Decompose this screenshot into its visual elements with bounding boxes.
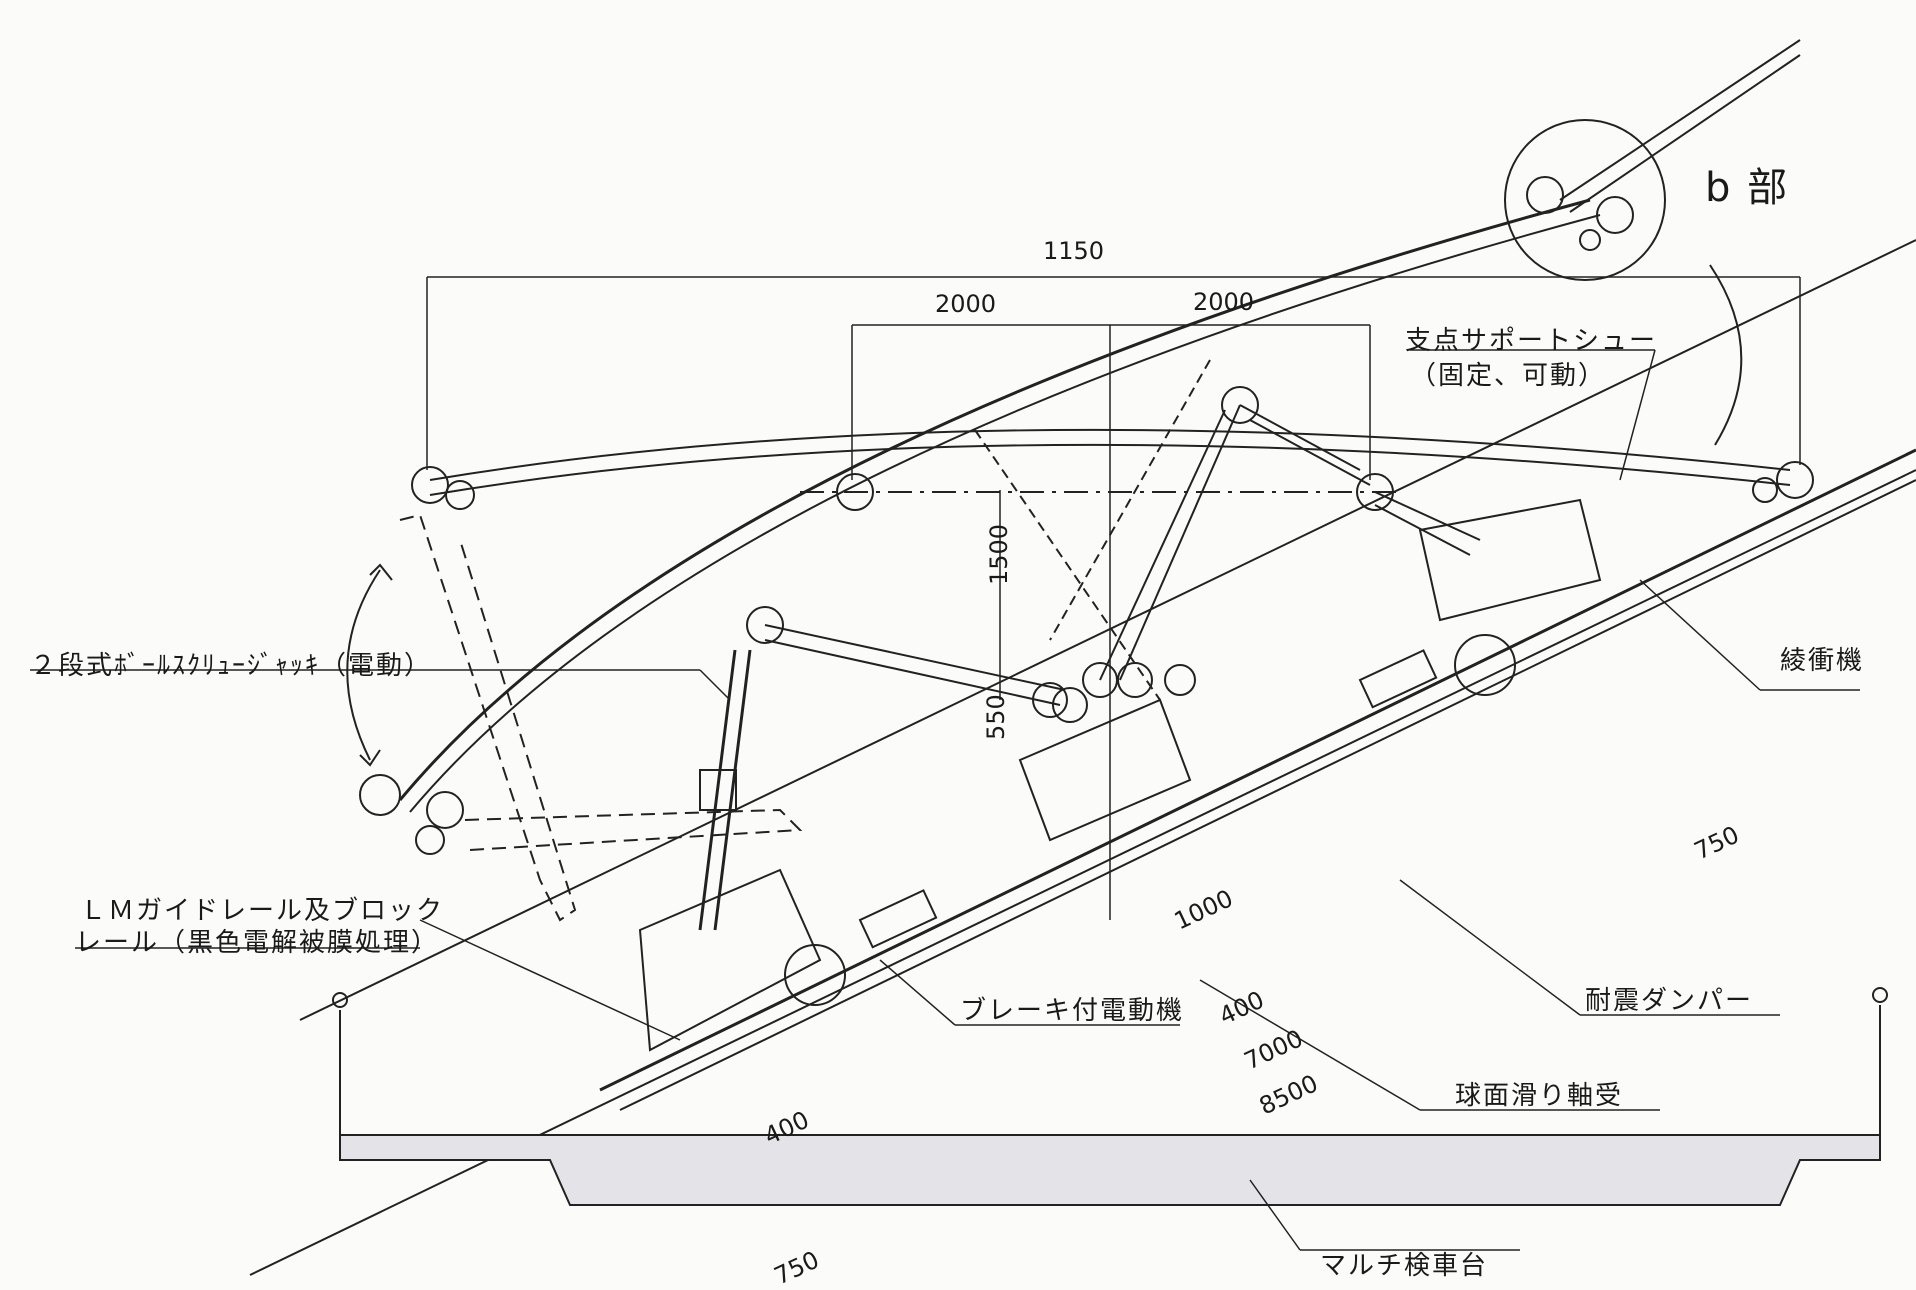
dim-2000-left: 2000 xyxy=(935,290,997,318)
rail-mid xyxy=(599,448,1916,1092)
seismic-damper-label: 耐震ダンパー xyxy=(1585,986,1754,1016)
swing-arrow-right xyxy=(1709,264,1743,446)
dim-550: 550 xyxy=(982,694,1010,740)
rinkoki-label: 綾衝機 xyxy=(1780,646,1865,676)
pulley-right xyxy=(1776,461,1814,499)
dim-2000-right: 2000 xyxy=(1193,288,1255,316)
dim-1500: 1500 xyxy=(985,523,1013,585)
b-part-label: b 部 xyxy=(1705,165,1790,211)
pulley-left-top xyxy=(411,466,449,504)
lm-guide-label-2: レール（黒色電解被膜処理） xyxy=(75,928,440,958)
multi-inspection-stand-label: マルチ検車台 xyxy=(1320,1251,1489,1281)
fulcrum-shoe-sub-label: （固定、可動） xyxy=(1410,361,1607,391)
main-arc xyxy=(398,198,1591,801)
swing-arrow-left xyxy=(346,569,381,761)
carriage-right xyxy=(1418,498,1602,622)
b-part-detail xyxy=(1504,119,1666,281)
dim-1150: 1150 xyxy=(1043,237,1105,265)
carriage-center xyxy=(1018,698,1192,842)
spherical-bearing-label: 球面滑り軸受 xyxy=(1455,1081,1624,1111)
swing-outline xyxy=(399,513,577,922)
lm-guide-label-1: ＬＭガイドレール及ブロック xyxy=(80,896,445,926)
pulley-left-bottom xyxy=(359,774,401,816)
inspection-stand xyxy=(339,1134,1881,1206)
rail-upper xyxy=(299,239,1916,1021)
ball-screw-jack xyxy=(698,649,737,931)
truss xyxy=(764,624,1066,691)
secondary-arc xyxy=(429,443,1791,496)
brake-motor-label: ブレーキ付電動機 xyxy=(960,996,1185,1026)
ball-screw-jack-label: ２段式ﾎﾞｰﾙｽｸﾘｭｰｼﾞｬｯｷ（電動） xyxy=(30,651,433,681)
carriage-left xyxy=(638,868,822,1052)
fulcrum-shoe-label: 支点サポートシュー xyxy=(1405,326,1658,356)
